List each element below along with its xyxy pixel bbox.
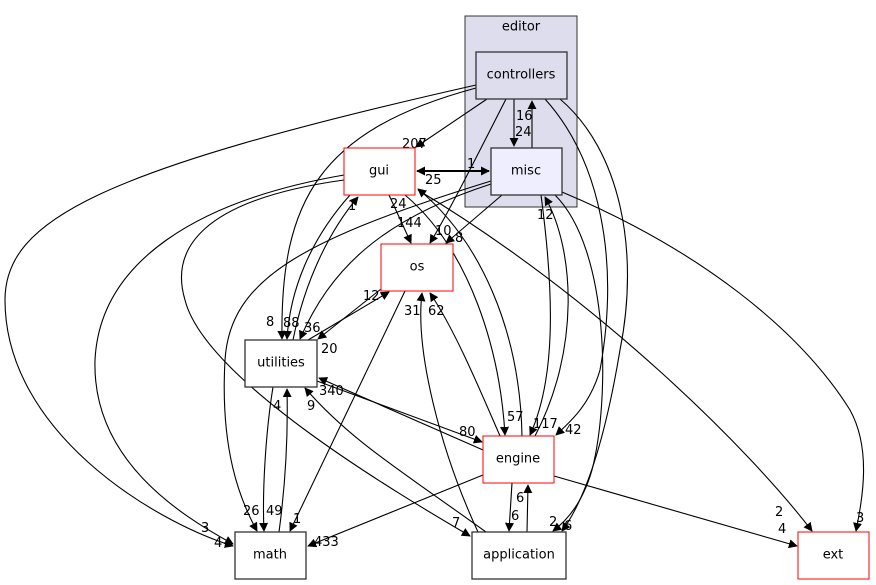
edge-label[interactable]: 4 xyxy=(273,399,281,414)
edge-label[interactable]: 49 xyxy=(266,504,283,519)
edge-gui-ext xyxy=(417,189,813,532)
edge-label[interactable]: 433 xyxy=(314,535,339,550)
edge-label[interactable]: 7 xyxy=(452,516,460,531)
edge-label[interactable]: 31 xyxy=(404,304,421,319)
node-application[interactable]: application xyxy=(471,531,567,580)
edge-label[interactable]: 62 xyxy=(428,304,445,319)
node-ext-label: ext xyxy=(823,548,844,563)
edge-label[interactable]: 25 xyxy=(425,173,442,188)
edge-application-os xyxy=(416,292,479,533)
edge-label[interactable]: 9 xyxy=(307,399,315,414)
edge-misc-engine xyxy=(529,194,551,436)
node-math-label: math xyxy=(253,548,287,563)
edge-label[interactable]: 8 xyxy=(455,231,463,246)
node-utilities[interactable]: utilities xyxy=(244,339,318,388)
node-math[interactable]: math xyxy=(234,531,307,580)
edge-label[interactable]: 24 xyxy=(515,125,532,140)
edge-controllers-utilities xyxy=(277,87,477,340)
edge-label[interactable]: 6 xyxy=(511,509,519,524)
edge-controllers-application xyxy=(559,98,629,532)
edge-label[interactable]: 6 xyxy=(564,519,572,534)
edge-labels: 207 24 16 10 8 3 42 6 1 25 144 88 1 57 2… xyxy=(201,109,864,551)
edge-engine-application xyxy=(505,482,514,532)
edge-gui-engine xyxy=(404,194,510,436)
node-misc[interactable]: misc xyxy=(490,147,563,196)
edge-engine-gui xyxy=(417,188,523,437)
edge-label[interactable]: 80 xyxy=(459,425,476,440)
edge-label[interactable]: 1 xyxy=(348,199,356,214)
edge-misc-utilities xyxy=(299,183,492,340)
node-os-label: os xyxy=(410,260,425,275)
edge-label[interactable]: 20 xyxy=(321,342,338,357)
edge-label[interactable]: 6 xyxy=(516,491,524,506)
edge-os-math xyxy=(289,290,406,532)
edge-label[interactable]: 144 xyxy=(397,216,422,231)
edge-label[interactable]: 12 xyxy=(363,289,380,304)
edge-label[interactable]: 4 xyxy=(778,522,786,537)
edge-controllers-os xyxy=(429,98,507,244)
edges xyxy=(4,84,865,549)
node-application-label: application xyxy=(483,548,555,563)
edge-label[interactable]: 16 xyxy=(516,109,533,124)
edge-label[interactable]: 88 xyxy=(283,316,300,331)
edge-label[interactable]: 12 xyxy=(537,208,554,223)
node-engine-label: engine xyxy=(496,452,540,467)
node-utilities-label: utilities xyxy=(257,356,305,371)
edge-misc-ext xyxy=(561,191,865,532)
edge-os-utilities xyxy=(317,288,382,340)
edge-label[interactable]: 36 xyxy=(304,321,321,336)
edge-label[interactable]: 3 xyxy=(856,511,864,526)
edge-gui-utilities xyxy=(283,194,351,340)
edge-math-utilities xyxy=(278,388,292,533)
edge-gui-math xyxy=(94,174,345,545)
edge-gui-os xyxy=(388,194,412,244)
edge-label[interactable]: 4 xyxy=(214,536,222,551)
edge-misc-application xyxy=(552,194,604,532)
node-ext[interactable]: ext xyxy=(797,531,870,580)
edge-label[interactable]: 1 xyxy=(467,157,475,172)
node-controllers[interactable]: controllers xyxy=(475,51,568,100)
edge-controllers-math xyxy=(4,84,477,548)
edge-label[interactable]: 3 xyxy=(201,521,209,536)
edge-label[interactable]: 340 xyxy=(319,384,344,399)
edge-utilities-engine xyxy=(316,380,483,444)
node-controllers-label: controllers xyxy=(487,68,556,83)
edge-engine-misc xyxy=(534,196,569,437)
edge-misc-math xyxy=(223,180,492,532)
edge-engine-ext xyxy=(553,475,798,549)
edge-gui-application xyxy=(181,179,471,537)
edge-label[interactable]: 42 xyxy=(565,423,582,438)
edge-application-utilities xyxy=(304,387,487,533)
node-gui[interactable]: gui xyxy=(343,147,416,196)
edge-label[interactable]: 24 xyxy=(390,197,407,212)
edge-label[interactable]: 10 xyxy=(435,224,452,239)
edge-engine-os xyxy=(429,292,501,437)
edge-label[interactable]: 26 xyxy=(243,504,260,519)
edge-application-engine xyxy=(523,484,533,533)
edge-controllers-gui xyxy=(415,98,488,148)
edge-misc-os xyxy=(445,194,503,244)
node-os[interactable]: os xyxy=(380,243,454,292)
edge-utilities-gui xyxy=(292,196,359,341)
edge-label[interactable]: 2 xyxy=(549,515,557,530)
edge-label[interactable]: 8 xyxy=(266,315,274,330)
edge-label[interactable]: 1 xyxy=(293,512,301,527)
edge-utilities-math xyxy=(259,386,274,532)
node-engine[interactable]: engine xyxy=(482,435,555,484)
edge-utilities-os xyxy=(307,291,390,341)
edge-engine-utilities xyxy=(318,377,484,451)
cluster-editor-label: editor xyxy=(502,20,541,35)
edge-controllers-engine xyxy=(544,98,609,436)
edge-label[interactable]: 117 xyxy=(533,417,558,432)
node-gui-label: gui xyxy=(369,164,389,179)
edge-label[interactable]: 57 xyxy=(507,410,524,425)
edge-label[interactable]: 2 xyxy=(775,505,783,520)
node-misc-label: misc xyxy=(511,164,541,179)
edge-engine-math xyxy=(307,474,484,548)
